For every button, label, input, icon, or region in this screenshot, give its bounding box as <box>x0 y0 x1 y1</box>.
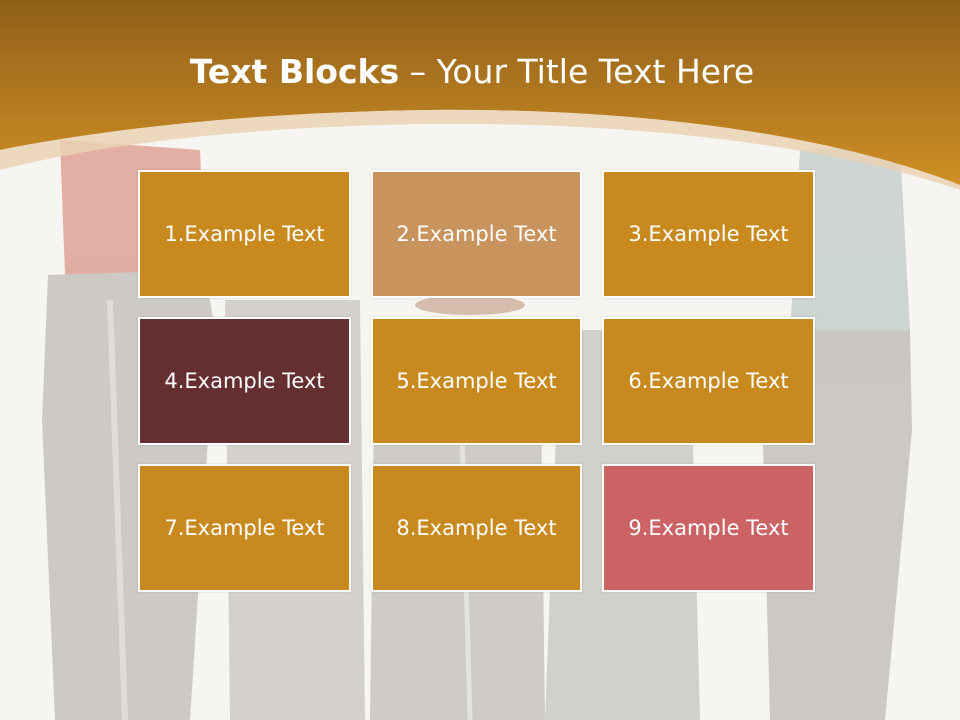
text-block-3[interactable]: 3.Example Text <box>602 170 815 298</box>
text-block-8[interactable]: 8.Example Text <box>371 464 582 592</box>
text-block-6[interactable]: 6.Example Text <box>602 317 815 445</box>
text-block-9[interactable]: 9.Example Text <box>602 464 815 592</box>
text-blocks-grid: 1.Example Text 2.Example Text 3.Example … <box>138 170 815 593</box>
slide-title-rest: – Your Title Text Here <box>399 52 755 91</box>
text-block-4[interactable]: 4.Example Text <box>138 317 351 445</box>
text-block-2[interactable]: 2.Example Text <box>371 170 582 298</box>
text-block-1[interactable]: 1.Example Text <box>138 170 351 298</box>
header-band <box>0 0 960 190</box>
slide-title-bold: Text Blocks <box>189 52 400 91</box>
text-block-5[interactable]: 5.Example Text <box>371 317 582 445</box>
text-block-7[interactable]: 7.Example Text <box>138 464 351 592</box>
slide-title: Text Blocks – Your Title Text Here <box>0 52 944 91</box>
